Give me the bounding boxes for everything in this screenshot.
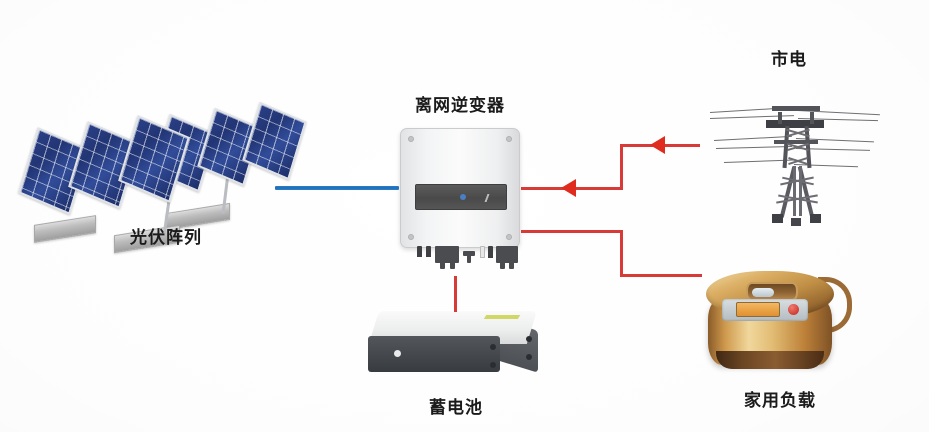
battery-pack-icon	[368, 310, 544, 382]
inverter-label: 离网逆变器	[415, 96, 505, 116]
grid-label: 市电	[771, 50, 807, 70]
inverter-to-load-top-wire	[521, 230, 623, 233]
battery-status-led	[394, 350, 401, 357]
rice-cooker-icon	[700, 255, 860, 380]
inverter-display	[415, 184, 507, 210]
cooker-power-button	[788, 304, 799, 315]
load-label: 家用负载	[744, 391, 816, 411]
battery-label: 蓄电池	[429, 398, 483, 418]
inverter-nav-pad	[450, 191, 478, 205]
cooker-open-button	[752, 288, 774, 297]
pv-panel	[242, 101, 307, 181]
pv-to-inverter-wire	[275, 186, 399, 190]
battery-front	[368, 336, 500, 372]
pv-concrete-base	[34, 215, 96, 243]
cooker-base	[716, 351, 824, 369]
inverter-brand-mark	[478, 194, 500, 202]
grid-to-inverter-upper-arrow	[650, 136, 665, 154]
cooker-control-panel	[722, 299, 808, 321]
grid-to-inverter-lower-arrow	[561, 179, 576, 197]
solar-panel-array-icon	[18, 101, 307, 254]
inverter-to-battery-wire	[454, 276, 457, 312]
cooker-screen	[736, 302, 780, 317]
battery-label-stripe	[483, 315, 521, 319]
inverter-to-load-riser	[620, 230, 623, 277]
off-grid-inverter-icon	[400, 128, 520, 269]
transmission-tower-icon	[709, 82, 880, 230]
pv-array-label: 光伏阵列	[130, 228, 202, 248]
cooker-handle	[818, 277, 852, 333]
grid-inverter-riser	[620, 144, 623, 190]
inverter-to-load-bottom-wire	[620, 274, 702, 277]
